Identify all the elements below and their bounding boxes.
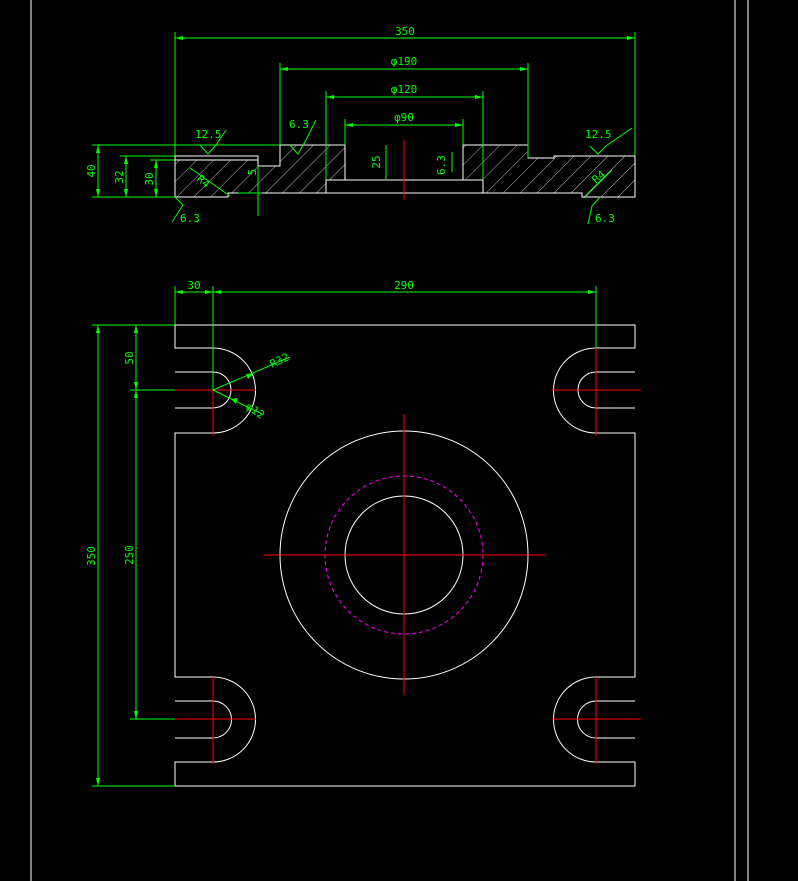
dim-edge-50: 50 [123,351,136,364]
section-arrowheads [96,36,635,197]
section-hatch [175,145,635,197]
roughness-top-left: 12.5 [195,128,222,141]
dim-height-30: 30 [143,172,156,185]
dim-diameter-190: φ190 [391,55,418,68]
plate-outline [174,324,636,787]
roughness-bottom-right: 6.3 [595,212,615,225]
dim-step-5: 5 [246,169,259,176]
plan-view: 30 290 350 250 50 R32 φ12 [85,279,641,787]
section-view: 350 φ190 φ120 φ90 40 32 30 25 5 R4 R4 12… [85,25,636,225]
plan-dimensions [92,286,597,787]
drawing-frame [30,0,749,881]
roughness-bottom-left: 6.3 [180,212,200,225]
dim-diameter-90: φ90 [394,111,414,124]
plan-arrowheads [96,290,596,786]
dim-depth-25: 25 [370,155,383,168]
dim-overall-width: 350 [395,25,415,38]
dim-slot-span-290: 290 [394,279,414,292]
section-dimensions [92,32,636,225]
roughness-bore: 6.3 [435,155,448,175]
dim-diameter-120: φ120 [391,83,418,96]
dim-height-40: 40 [85,164,98,177]
dim-overall-350: 350 [85,546,98,566]
roughness-top-mid: 6.3 [289,118,309,131]
dim-edge-30: 30 [187,279,200,292]
roughness-top-right: 12.5 [585,128,612,141]
dim-height-32: 32 [113,170,126,183]
dim-slot-span-250: 250 [123,545,136,565]
